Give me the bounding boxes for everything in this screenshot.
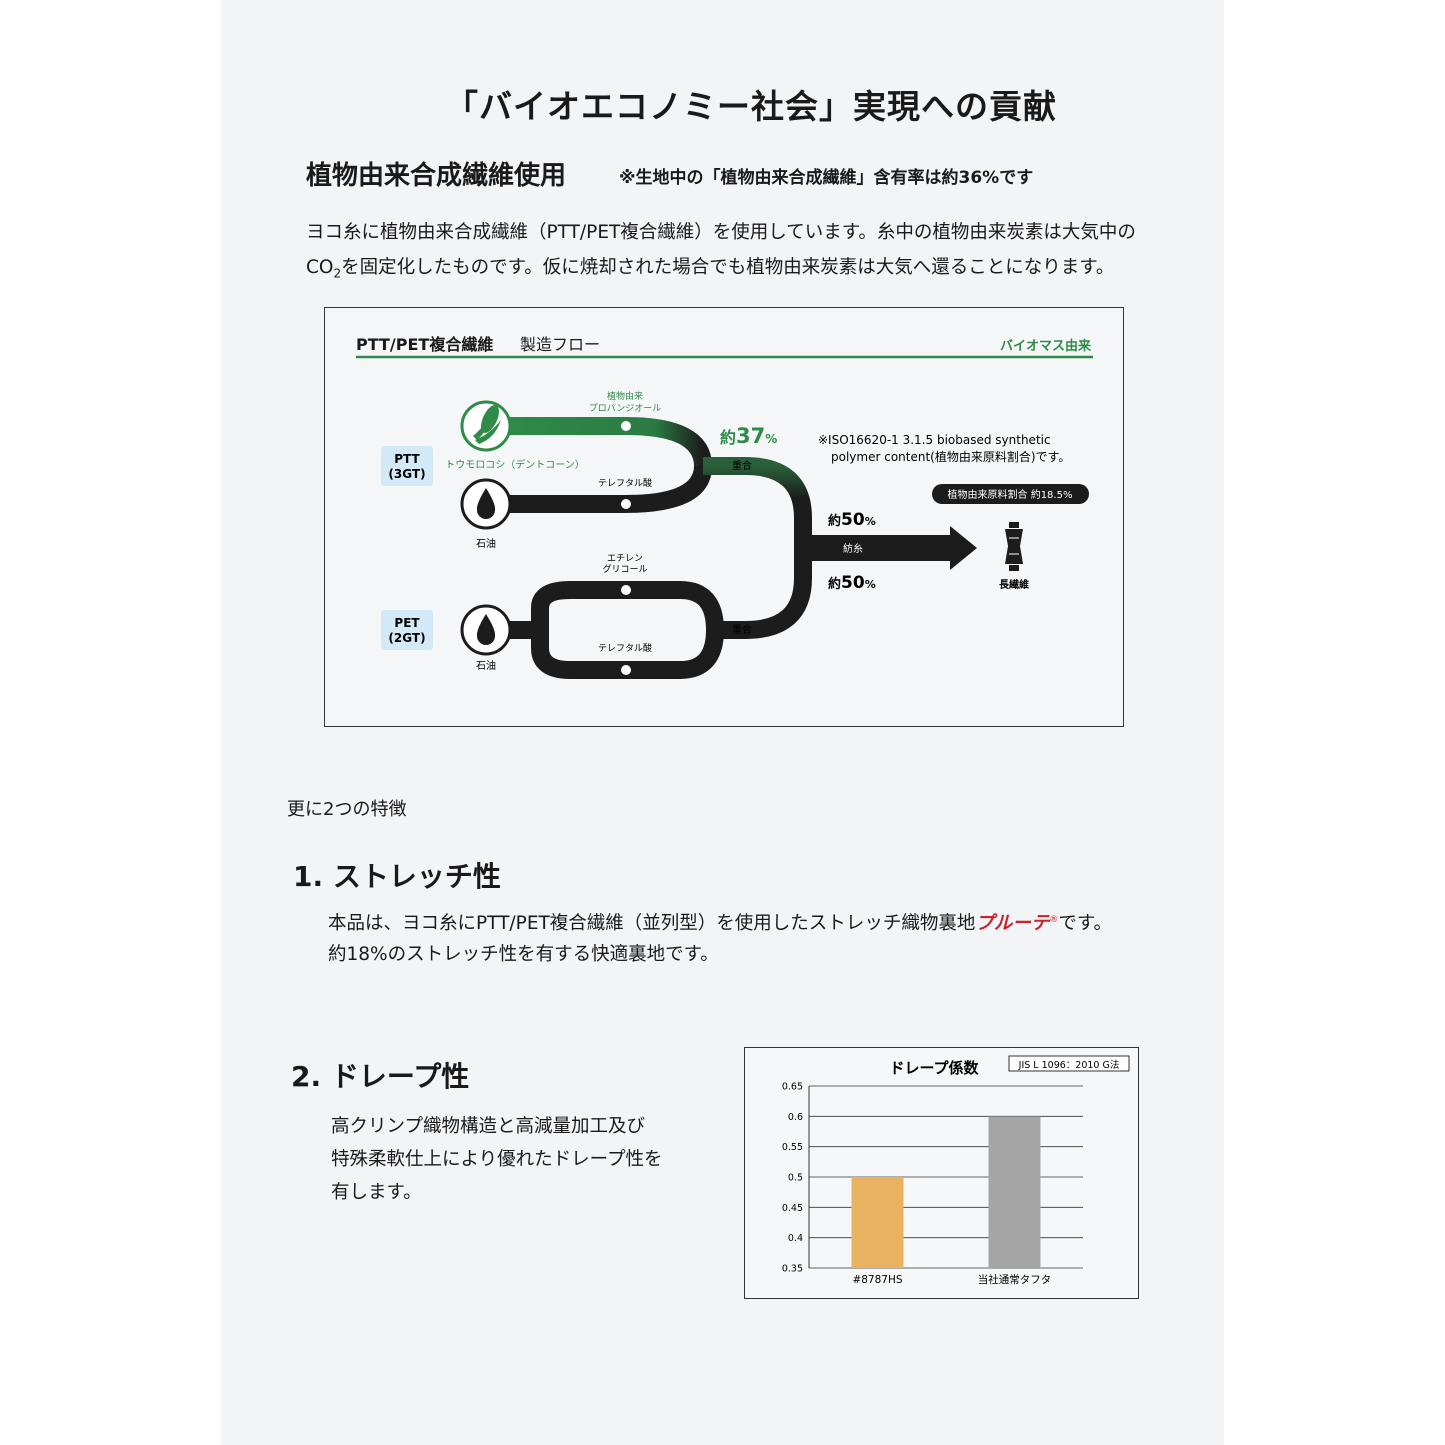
- polymerize-label-1: 重合: [732, 459, 752, 472]
- y-tick-label: 0.4: [788, 1233, 803, 1244]
- drape-line-2: 特殊柔軟仕上により優れたドレープ性を: [331, 1149, 663, 1170]
- intro-co: CO: [306, 257, 334, 278]
- pet-label-2: (2GT): [388, 631, 425, 645]
- node-ethylene: [621, 585, 631, 595]
- ptt-label-2: (3GT): [388, 467, 425, 481]
- y-tick-label: 0.55: [782, 1142, 803, 1153]
- corn-icon: [460, 400, 512, 452]
- oil-drop-icon: [460, 604, 512, 656]
- oil-label-1: 石油: [476, 537, 496, 550]
- ethylene-label-2: グリコール: [602, 563, 647, 575]
- pet-merge-path: [715, 548, 812, 639]
- ptt-label-1: PTT: [394, 452, 420, 466]
- x-category-label: #8787HS: [852, 1274, 902, 1286]
- pet-loop: [531, 581, 725, 679]
- intro-subscript: 2: [333, 266, 342, 281]
- flow-diagram-svg: PTT/PET複合繊維 製造フロー バイオマス由来 PTT (3GT) PET …: [356, 335, 1093, 679]
- plant-path: [510, 417, 712, 468]
- flow-diagram: PTT/PET複合繊維 製造フロー バイオマス由来 PTT (3GT) PET …: [324, 307, 1124, 727]
- y-tick-label: 0.6: [788, 1112, 803, 1123]
- iso-note-1: ※ISO16620-1 3.1.5 biobased synthetic: [818, 433, 1051, 447]
- plant-source-2: プロパンジオール: [589, 403, 661, 414]
- y-tick-label: 0.65: [782, 1082, 803, 1093]
- section-heading: 植物由来合成繊維使用: [306, 161, 567, 191]
- terephthalic-label-2: テレフタル酸: [598, 643, 652, 654]
- y-tick-label: 0.45: [782, 1203, 803, 1214]
- stretch-paragraph: 本品は、ヨコ糸にPTT/PET複合繊維（並列型）を使用したストレッチ織物裏地プル…: [328, 905, 1158, 970]
- pet-badge: [381, 610, 433, 650]
- page-title: 「バイオエコノミー社会」実現への貢献: [445, 87, 1057, 126]
- pct-50-top: 約50%: [828, 510, 876, 530]
- y-tick-label: 0.35: [782, 1264, 803, 1275]
- ratio-badge: [932, 484, 1089, 504]
- drape-chart-svg: ドレープ係数 JIS L 1096：2010 G法 0.35 0.4 0.45 0.5…: [782, 1055, 1130, 1286]
- oil-label-2: 石油: [476, 659, 496, 672]
- polymerize-label-2: 重合: [732, 623, 752, 636]
- terephthalic-label-1: テレフタル酸: [598, 478, 652, 489]
- y-tick-label: 0.5: [788, 1173, 803, 1184]
- ptt-badge: [381, 446, 433, 486]
- corn-label: トウモロコシ（デントコーン）: [445, 458, 585, 471]
- node-terephthalic-1: [621, 499, 631, 509]
- document-page: 「バイオエコノミー社会」実現への貢献 植物由来合成繊維使用 ※生地中の「植物由来…: [221, 0, 1224, 1445]
- section-note: ※生地中の「植物由来合成繊維」含有率は約36%です: [619, 168, 1034, 188]
- filament-spool-icon: [1005, 522, 1023, 571]
- stretch-line-2: 約18%のストレッチ性を有する快適裏地です。: [328, 944, 719, 966]
- stretch-heading: 1. ストレッチ性: [293, 860, 501, 893]
- chart-standard: JIS L 1096：2010 G法: [1018, 1059, 1120, 1071]
- node-terephthalic-2: [621, 665, 631, 675]
- chart-standard-box: [1008, 1055, 1130, 1072]
- oil-drop-icon: [460, 478, 512, 530]
- x-category-label: 当社通常タフタ: [978, 1273, 1052, 1286]
- registered-mark: ®: [1049, 915, 1059, 925]
- drape-chart: ドレープ係数 JIS L 1096：2010 G法 0.35 0.4 0.45 0.5…: [744, 1047, 1139, 1299]
- node-propanediol: [621, 421, 631, 431]
- intro-paragraph: ヨコ糸に植物由来合成繊維（PTT/PET複合繊維）を使用しています。糸中の植物由…: [306, 215, 1166, 292]
- bar-1: [988, 1116, 1041, 1268]
- pet-label-1: PET: [394, 616, 420, 630]
- flow-title-rest: 製造フロー: [520, 335, 600, 354]
- bar-0: [851, 1177, 904, 1268]
- drape-paragraph: 高クリンプ織物構造と高減量加工及び 特殊柔軟仕上により優れたドレープ性を 有しま…: [331, 1110, 711, 1209]
- biomass-label: バイオマス由来: [1000, 338, 1092, 354]
- drape-heading: 2. ドレープ性: [291, 1060, 470, 1093]
- stretch-line-1-end: です。: [1058, 913, 1112, 935]
- stretch-line-1: 本品は、ヨコ糸にPTT/PET複合繊維（並列型）を使用したストレッチ織物裏地: [328, 913, 976, 935]
- spinning-arrowhead: [950, 526, 977, 570]
- pct-37: 約37%: [720, 424, 777, 448]
- iso-note-2: polymer content(植物由来原料割合)です。: [831, 449, 1070, 464]
- intro-line-1: ヨコ糸に植物由来合成繊維（PTT/PET複合繊維）を使用しています。糸中の植物由…: [306, 222, 1136, 243]
- flow-title-bold: PTT/PET複合繊維: [356, 335, 493, 354]
- ratio-badge-text: 植物由来原料割合 約18.5%: [948, 488, 1073, 501]
- pct-50-bottom: 約50%: [828, 573, 876, 593]
- plant-source-1: 植物由来: [607, 390, 643, 402]
- spinning-label: 紡糸: [843, 542, 863, 555]
- features-intro: 更に2つの特徴: [287, 799, 407, 820]
- filament-label: 長繊維: [999, 578, 1029, 591]
- intro-line-2: を固定化したものです。仮に焼却された場合でも植物由来炭素は大気へ還ることになりま…: [341, 257, 1115, 278]
- drape-line-1: 高クリンプ織物構造と高減量加工及び: [331, 1116, 645, 1137]
- brand-name: プルーテ: [975, 913, 1050, 935]
- ethylene-label-1: エチレン: [607, 553, 643, 564]
- drape-line-3: 有します。: [331, 1182, 422, 1203]
- ptt-merge-path: [703, 457, 812, 548]
- chart-title: ドレープ係数: [889, 1059, 979, 1077]
